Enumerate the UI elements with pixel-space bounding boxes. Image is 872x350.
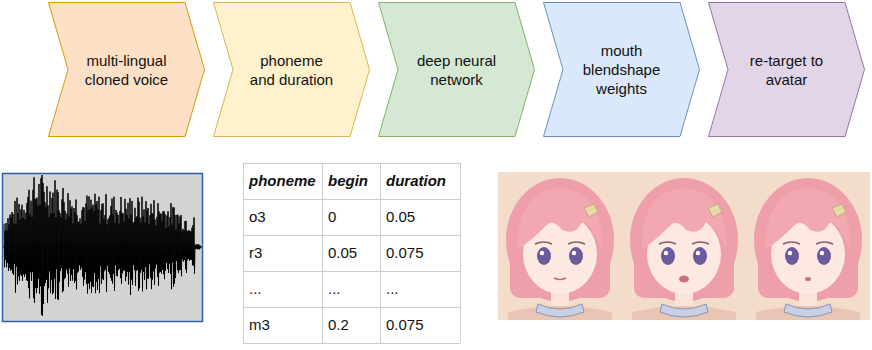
- table-cell: 0: [328, 208, 336, 226]
- table-cell: ...: [328, 280, 341, 298]
- chevron-outline: [213, 2, 370, 137]
- table-header: duration: [386, 172, 446, 190]
- table-grid: [243, 163, 461, 344]
- chevron-outline: [708, 2, 865, 137]
- step-label: phoneme and duration: [250, 51, 334, 89]
- table-cell: 0.2: [328, 316, 349, 334]
- avatar-render: [498, 172, 870, 320]
- table-cell: 0.05: [328, 244, 357, 262]
- table-cell: ...: [386, 280, 399, 298]
- table-cell: r3: [249, 244, 262, 262]
- process-chevron: deep neural network: [378, 2, 535, 137]
- waveform-trace: [4, 175, 201, 316]
- table-cell: ...: [249, 280, 262, 298]
- process-chevron: phoneme and duration: [213, 2, 370, 137]
- chevron-outline: [48, 2, 205, 137]
- table-cell: 0.075: [386, 244, 424, 262]
- table-header: begin: [328, 172, 368, 190]
- process-chevron: multi-lingual cloned voice: [48, 2, 205, 137]
- step-label: deep neural network: [415, 51, 499, 89]
- step-label: re-target to avatar: [745, 51, 829, 89]
- waveform-plot: [3, 174, 203, 322]
- chevron-outline: [378, 2, 535, 137]
- step-label: mouth blendshape weights: [580, 41, 664, 98]
- process-chevron: mouth blendshape weights: [543, 2, 700, 137]
- process-chevron: re-target to avatar: [708, 2, 865, 137]
- table-cell: 0.075: [386, 316, 424, 334]
- waveform-axis: [3, 247, 202, 248]
- table-header: phoneme: [249, 172, 316, 190]
- table-cell: 0.05: [386, 208, 415, 226]
- step-label: multi-lingual cloned voice: [85, 51, 169, 89]
- table-cell: o3: [249, 208, 266, 226]
- table-cell: m3: [249, 316, 270, 334]
